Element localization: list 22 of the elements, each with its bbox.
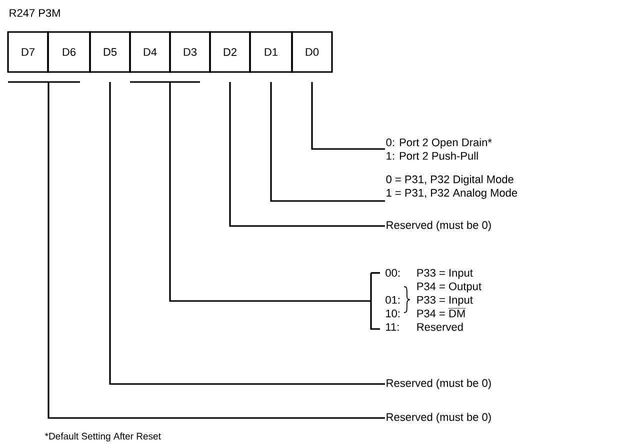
- bit-cell: D5: [89, 31, 131, 73]
- bit-cell: D3: [169, 31, 211, 73]
- bit-description: Reserved (must be 0): [386, 220, 491, 232]
- leader-line: [109, 82, 385, 385]
- bit-description: 0 = P31, P32 Digital Mode 1 = P31, P32 Analog Mode: [386, 175, 518, 199]
- leader-line: [270, 82, 385, 202]
- bit-description: Reserved (must be 0): [386, 412, 491, 424]
- bit-cell: D2: [209, 31, 251, 73]
- bit-description: 0: Port 2 Open Drain* 1: Port 2 Push-Pull: [386, 138, 492, 160]
- footnote: *Default Setting After Reset: [44, 432, 161, 442]
- bit-cell: D6: [47, 31, 91, 73]
- bit-description: 00: P33 = Input P34 = Output 01: P33 = Input 10: P34 = DM 11: Reserved: [386, 268, 482, 331]
- bit-cell: D4: [129, 31, 171, 73]
- bit-description: Reserved (must be 0): [386, 378, 491, 390]
- bit-cell: D7: [7, 31, 49, 73]
- leader-line: [129, 81, 372, 302]
- bit-cell: D0: [291, 31, 333, 73]
- leader-line: [311, 82, 385, 150]
- bit-cell: D1: [249, 31, 293, 73]
- leader-line: [229, 82, 385, 227]
- leader-line: [7, 81, 386, 419]
- register-name: R247 P3M: [10, 9, 60, 17]
